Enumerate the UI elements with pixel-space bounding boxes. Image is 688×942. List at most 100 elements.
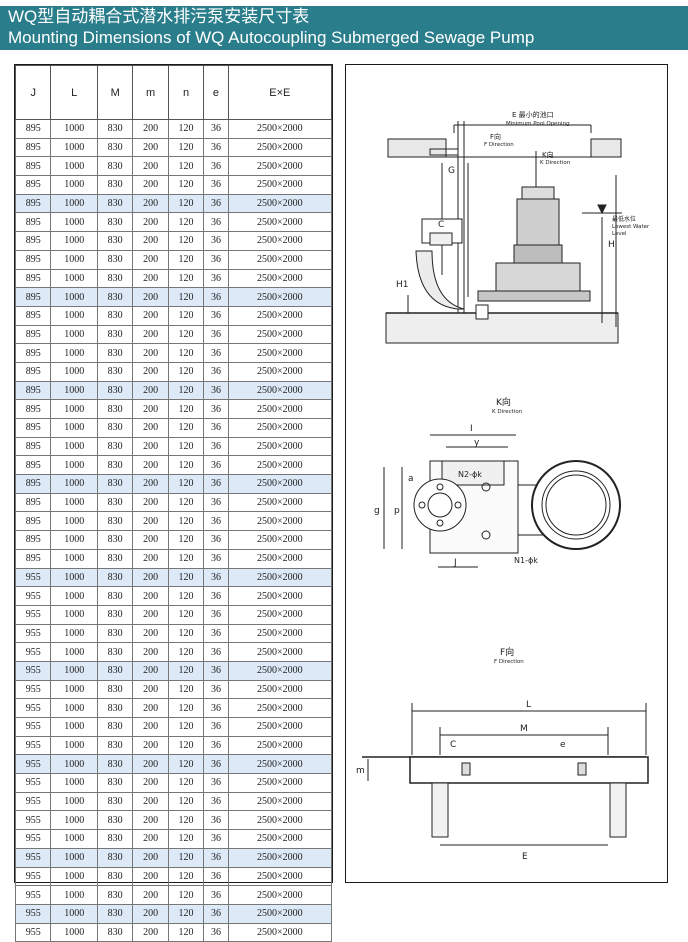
- table-cell: 36: [203, 474, 229, 494]
- table-cell: 200: [132, 903, 169, 924]
- table-cell: 830: [96, 717, 134, 737]
- table-cell: 120: [167, 623, 205, 644]
- table-cell: 2500×2000: [227, 754, 333, 775]
- dim-m-small-label: m: [356, 766, 365, 776]
- table-cell: 120: [167, 399, 205, 419]
- table-cell: 1000: [50, 810, 98, 831]
- table-cell: 120: [167, 324, 205, 345]
- table-cell: 2500×2000: [227, 773, 333, 793]
- table-cell: 1000: [50, 623, 98, 644]
- table-cell: 955: [14, 773, 52, 793]
- table-cell: 36: [203, 343, 229, 363]
- table-cell: 895: [14, 324, 52, 345]
- table-cell: 2500×2000: [227, 735, 333, 756]
- table-cell: 120: [167, 175, 205, 195]
- table-cell: 830: [96, 193, 134, 214]
- table-cell: 2500×2000: [227, 212, 333, 233]
- table-cell: 120: [167, 305, 205, 326]
- table-cell: 36: [203, 604, 229, 625]
- table-cell: 830: [96, 586, 134, 606]
- table-cell: 830: [96, 810, 134, 831]
- table-cell: 36: [203, 773, 229, 793]
- f-direction-view: [362, 703, 649, 846]
- dim-c-f-label: C: [450, 740, 456, 750]
- table-cell: 120: [167, 773, 205, 793]
- table-cell: 830: [96, 455, 134, 476]
- table-cell: 895: [14, 119, 52, 139]
- table-cell: 2500×2000: [227, 436, 333, 457]
- table-cell: 200: [132, 717, 169, 737]
- table-cell: 2500×2000: [227, 156, 333, 177]
- table-cell: 895: [14, 436, 52, 457]
- table-cell: 895: [14, 380, 52, 401]
- table-cell: 120: [167, 922, 205, 942]
- table-cell: 830: [96, 305, 134, 326]
- table-cell: 120: [167, 698, 205, 718]
- table-cell: 200: [132, 231, 169, 251]
- table-cell: 1000: [50, 735, 98, 756]
- table-cell: 955: [14, 735, 52, 756]
- table-cell: 830: [96, 642, 134, 662]
- table-cell: 1000: [50, 231, 98, 251]
- table-cell: 200: [132, 436, 169, 457]
- f-direction-label-en: F Direction: [484, 142, 514, 148]
- table-cell: 1000: [50, 903, 98, 924]
- table-cell: 2500×2000: [227, 530, 333, 550]
- table-cell: 36: [203, 903, 229, 924]
- table-cell: 830: [96, 847, 134, 868]
- table-cell: 895: [14, 530, 52, 550]
- table-cell: 955: [14, 810, 52, 831]
- table-cell: 200: [132, 305, 169, 326]
- table-cell: 200: [132, 175, 169, 195]
- table-cell: 200: [132, 530, 169, 550]
- column-header: M: [96, 65, 134, 120]
- table-cell: 2500×2000: [227, 885, 333, 905]
- table-cell: 830: [96, 922, 134, 942]
- table-cell: 200: [132, 773, 169, 793]
- table-cell: 200: [132, 212, 169, 233]
- table-cell: 1000: [50, 773, 98, 793]
- dim-c-label: C: [438, 220, 444, 230]
- table-cell: 200: [132, 137, 169, 158]
- table-cell: 2500×2000: [227, 380, 333, 401]
- table-cell: 200: [132, 623, 169, 644]
- table-cell: 36: [203, 380, 229, 401]
- title-banner: WQ型自动耦合式潜水排污泵安装尺寸表 Mounting Dimensions o…: [0, 6, 688, 50]
- table-cell: 830: [96, 791, 134, 812]
- table-cell: 830: [96, 829, 134, 849]
- table-cell: 120: [167, 754, 205, 775]
- section-view: [385, 121, 622, 344]
- table-cell: 2500×2000: [227, 137, 333, 158]
- column-header: n: [167, 65, 205, 120]
- table-cell: 830: [96, 287, 134, 307]
- table-cell: 1000: [50, 455, 98, 476]
- table-cell: 2500×2000: [227, 399, 333, 419]
- table-cell: 36: [203, 623, 229, 644]
- table-cell: 36: [203, 249, 229, 270]
- table-cell: 36: [203, 418, 229, 438]
- column-header: e: [203, 65, 229, 120]
- table-cell: 200: [132, 156, 169, 177]
- table-cell: 1000: [50, 791, 98, 812]
- table-cell: 830: [96, 679, 134, 700]
- table-cell: 2500×2000: [227, 361, 333, 382]
- installation-drawings: E 最小的池口 Minimum Pool Opening F向 F Direct…: [356, 110, 650, 862]
- table-cell: 2500×2000: [227, 231, 333, 251]
- table-cell: 830: [96, 623, 134, 644]
- table-cell: 36: [203, 324, 229, 345]
- table-cell: 120: [167, 492, 205, 513]
- k-direction-label-en: K Direction: [540, 160, 571, 166]
- table-cell: 36: [203, 922, 229, 942]
- table-cell: 2500×2000: [227, 604, 333, 625]
- table-cell: 200: [132, 492, 169, 513]
